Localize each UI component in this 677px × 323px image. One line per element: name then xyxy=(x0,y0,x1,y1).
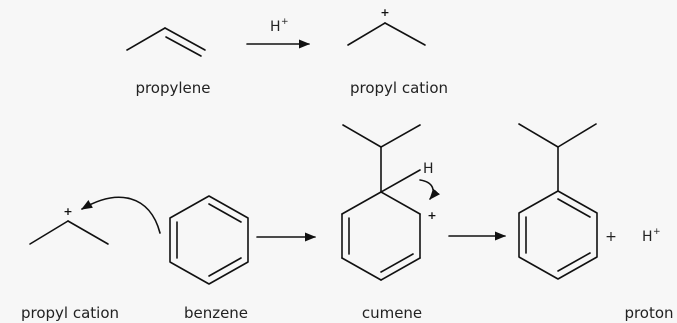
electron-arrow-benzene xyxy=(81,196,161,234)
hydrogen-atom: H xyxy=(423,161,434,177)
cumene-product-molecule xyxy=(518,123,598,280)
propylene-molecule xyxy=(126,27,206,57)
cation-charge-top: + xyxy=(380,6,389,19)
proton-h: H xyxy=(642,229,653,245)
propyl-cation-bottom-molecule xyxy=(29,220,109,245)
propyl-cation-bottom-label: propyl cation xyxy=(21,304,119,322)
proton-label: proton xyxy=(624,304,673,322)
reagent-plus: + xyxy=(281,17,289,27)
sigma-complex-charge: + xyxy=(427,209,436,222)
proton-plus: + xyxy=(653,227,661,237)
cumene-label: cumene xyxy=(362,304,422,322)
benzene-label: benzene xyxy=(184,304,248,322)
benzene-molecule xyxy=(169,195,249,285)
cumene-intermediate-molecule xyxy=(341,124,421,281)
propylene-label: propylene xyxy=(135,79,210,97)
reagent-h: H xyxy=(270,19,281,35)
propyl-cation-top-label: propyl cation xyxy=(350,79,448,97)
cation-charge-bottom: + xyxy=(63,205,72,218)
plus-sign: + xyxy=(605,229,617,245)
electron-arrow-hydrogen xyxy=(419,179,440,200)
propyl-cation-top-molecule xyxy=(347,22,426,46)
